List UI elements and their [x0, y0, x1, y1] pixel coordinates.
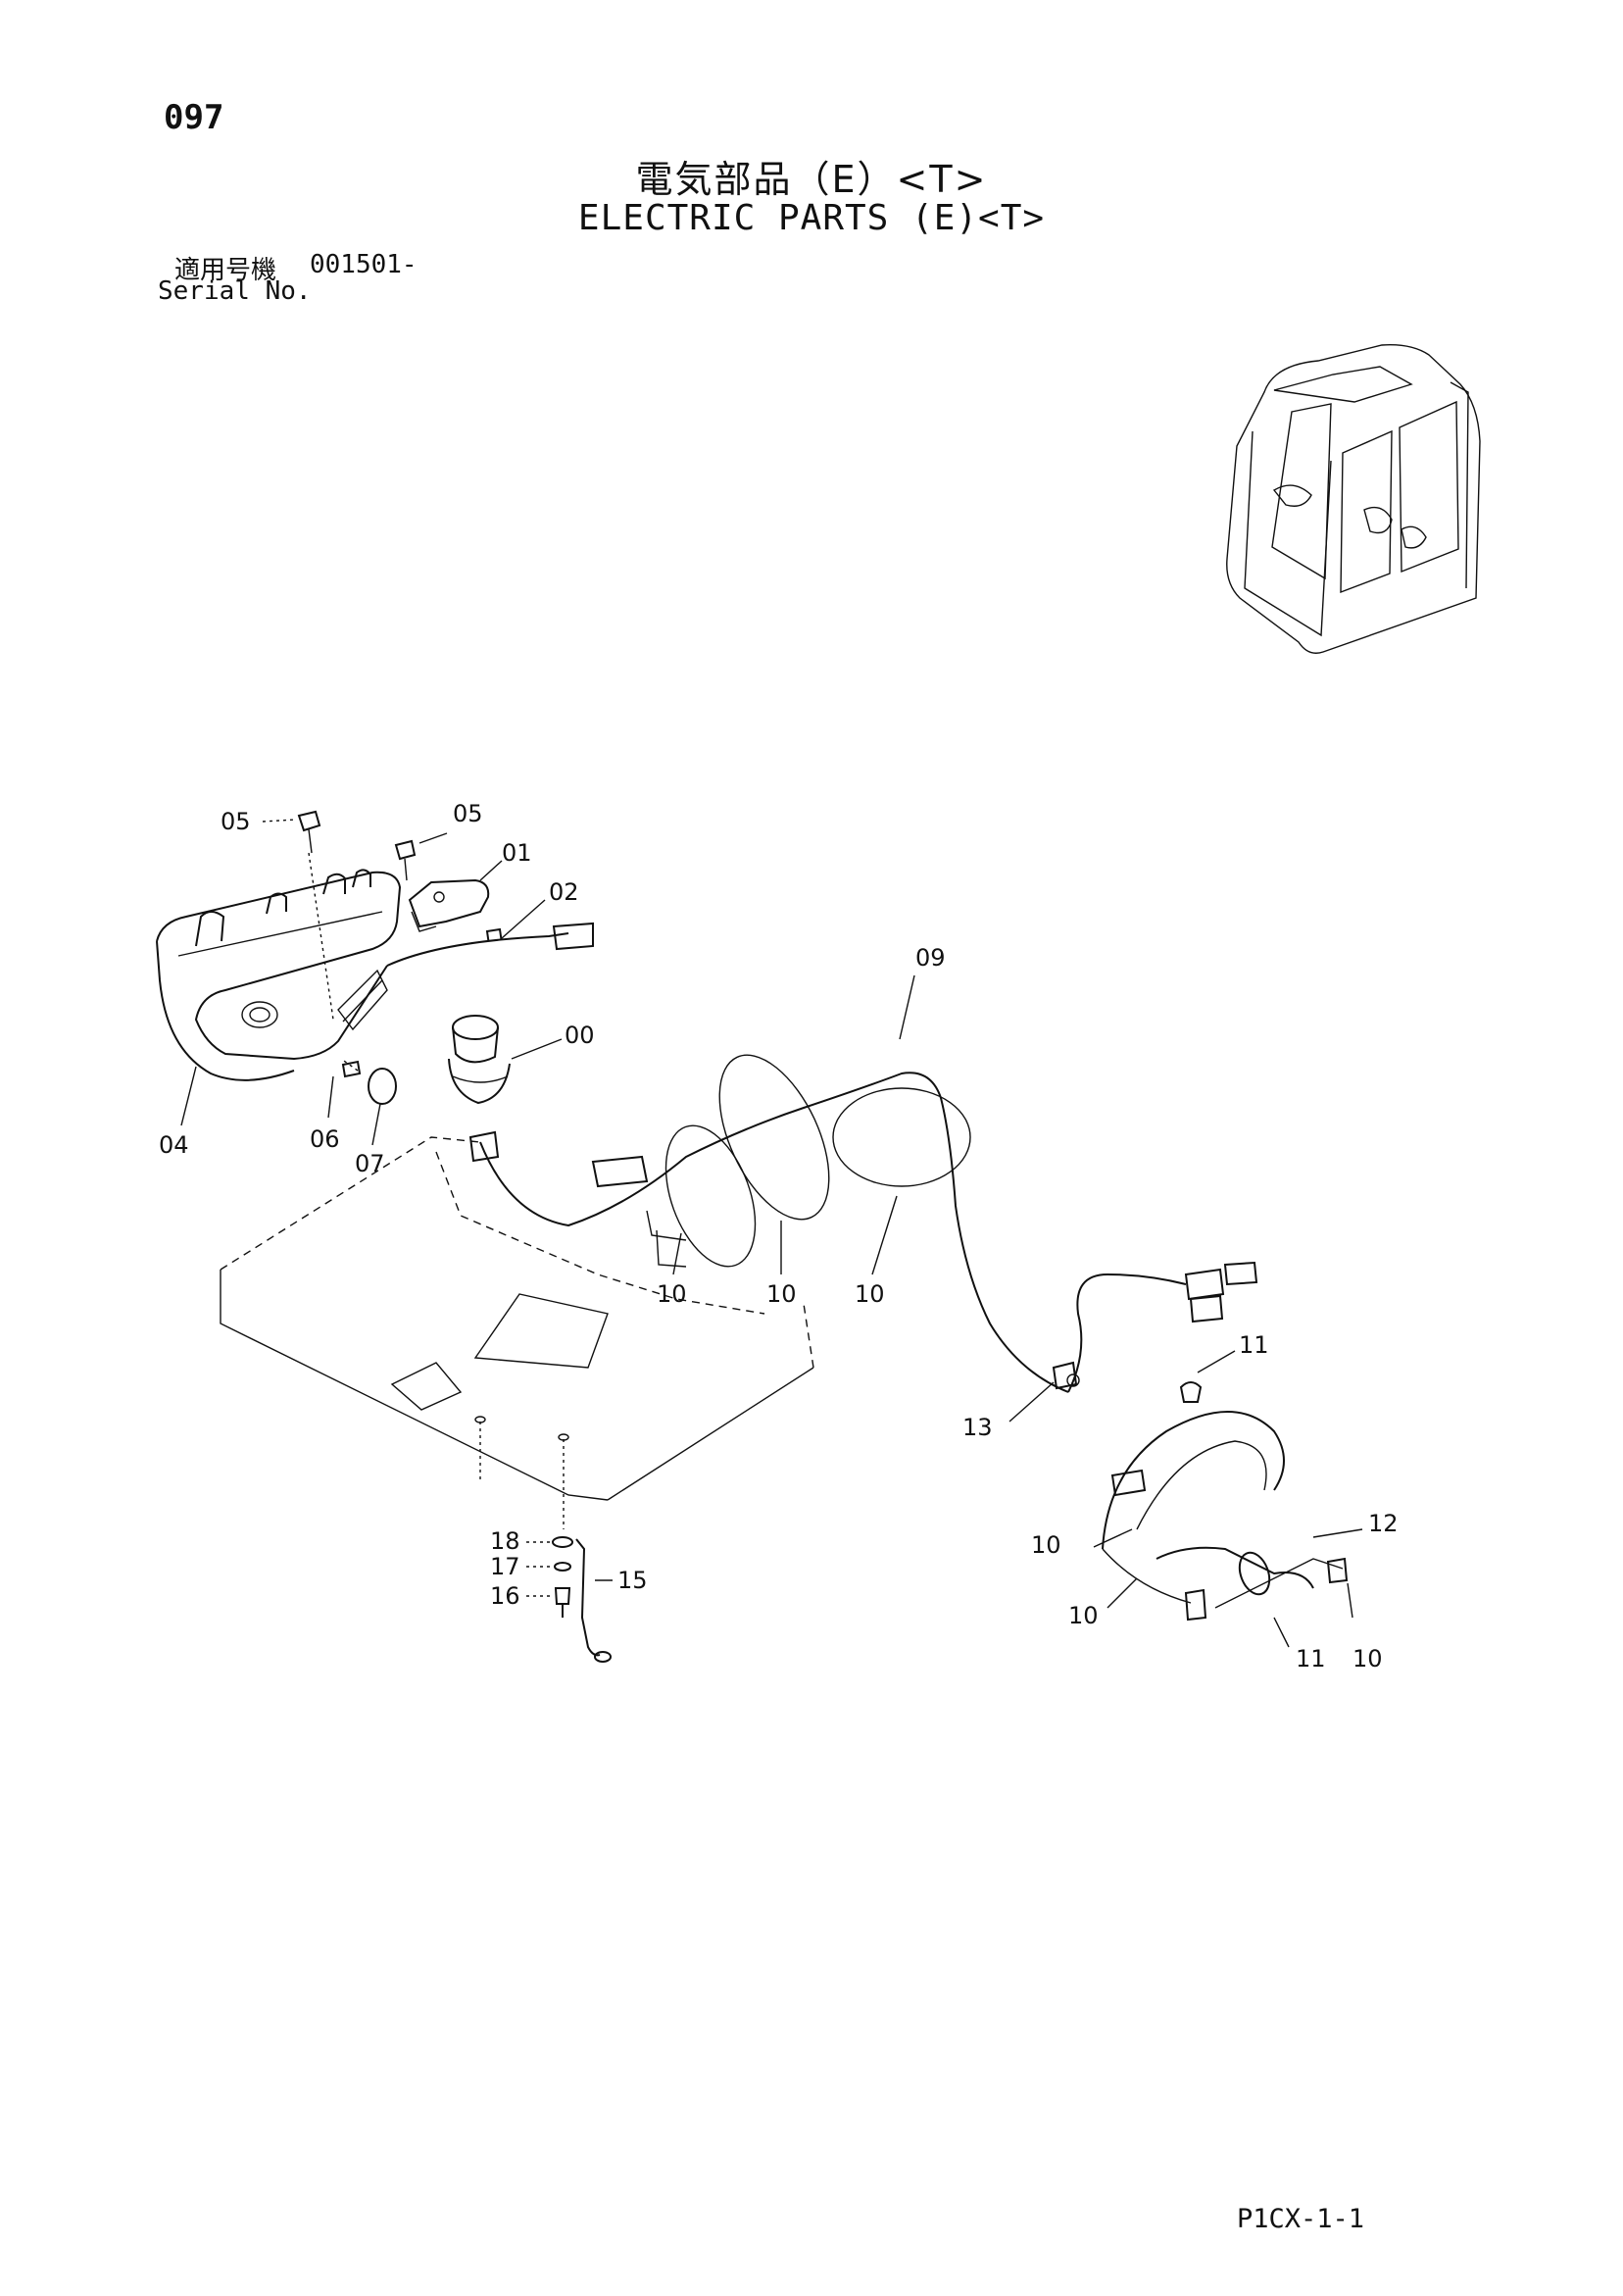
callout-10e: 10: [1068, 1602, 1099, 1629]
callout-10d: 10: [1031, 1531, 1061, 1559]
callout-07: 07: [355, 1150, 385, 1177]
callout-10a: 10: [657, 1280, 687, 1308]
bracket-01-illustration: [408, 878, 490, 932]
cable-bands-10-illustration: [646, 1054, 971, 1268]
floor-plate-outline: [220, 1136, 814, 1529]
switch-panel-illustration: [156, 869, 402, 1081]
callout-10f: 10: [1352, 1645, 1383, 1672]
cap-07-icon: [368, 1068, 397, 1105]
cab-inset-illustration: [1226, 344, 1481, 654]
callout-12: 12: [1368, 1510, 1399, 1537]
serial-label-english: Serial No.: [158, 276, 312, 306]
callout-09: 09: [915, 944, 946, 972]
screw-06-icon: [341, 1060, 362, 1078]
serial-label-japanese: 適用号機: [174, 256, 277, 285]
lower-right-assembly-illustration: [1052, 1361, 1349, 1622]
bolt-05-icons: [297, 810, 417, 881]
page-code: P1CX-1-1: [1237, 2204, 1365, 2234]
panel-connector-icon: [552, 922, 594, 951]
callout-05b: 05: [453, 800, 483, 827]
callout-18: 18: [490, 1527, 520, 1555]
callout-17: 17: [490, 1553, 520, 1580]
callout-02: 02: [549, 878, 579, 906]
callout-15: 15: [617, 1567, 648, 1594]
callout-05a: 05: [221, 808, 251, 835]
callout-04: 04: [159, 1131, 189, 1159]
callout-16: 16: [490, 1582, 520, 1610]
callout-10c: 10: [855, 1280, 885, 1308]
callout-leader-lines: [180, 819, 1363, 1648]
callout-00: 00: [565, 1022, 595, 1049]
callout-11a: 11: [1239, 1331, 1269, 1359]
page-number: 097: [164, 98, 224, 137]
main-harness-09-illustration: [468, 1072, 1258, 1393]
callout-13: 13: [962, 1414, 993, 1441]
title-japanese: 電気部品（E）<T>: [635, 158, 988, 201]
ground-strap-hardware-illustration: [552, 1536, 612, 1663]
serial-number-value: 001501-: [310, 250, 418, 279]
callout-01: 01: [502, 839, 532, 867]
title-english: ELECTRIC PARTS (E)<T>: [577, 198, 1046, 238]
callout-06: 06: [310, 1125, 340, 1153]
callout-10b: 10: [766, 1280, 797, 1308]
panel-cable-illustration: [386, 932, 569, 967]
part-00-illustration: [448, 1015, 511, 1105]
callout-11b: 11: [1296, 1645, 1326, 1672]
